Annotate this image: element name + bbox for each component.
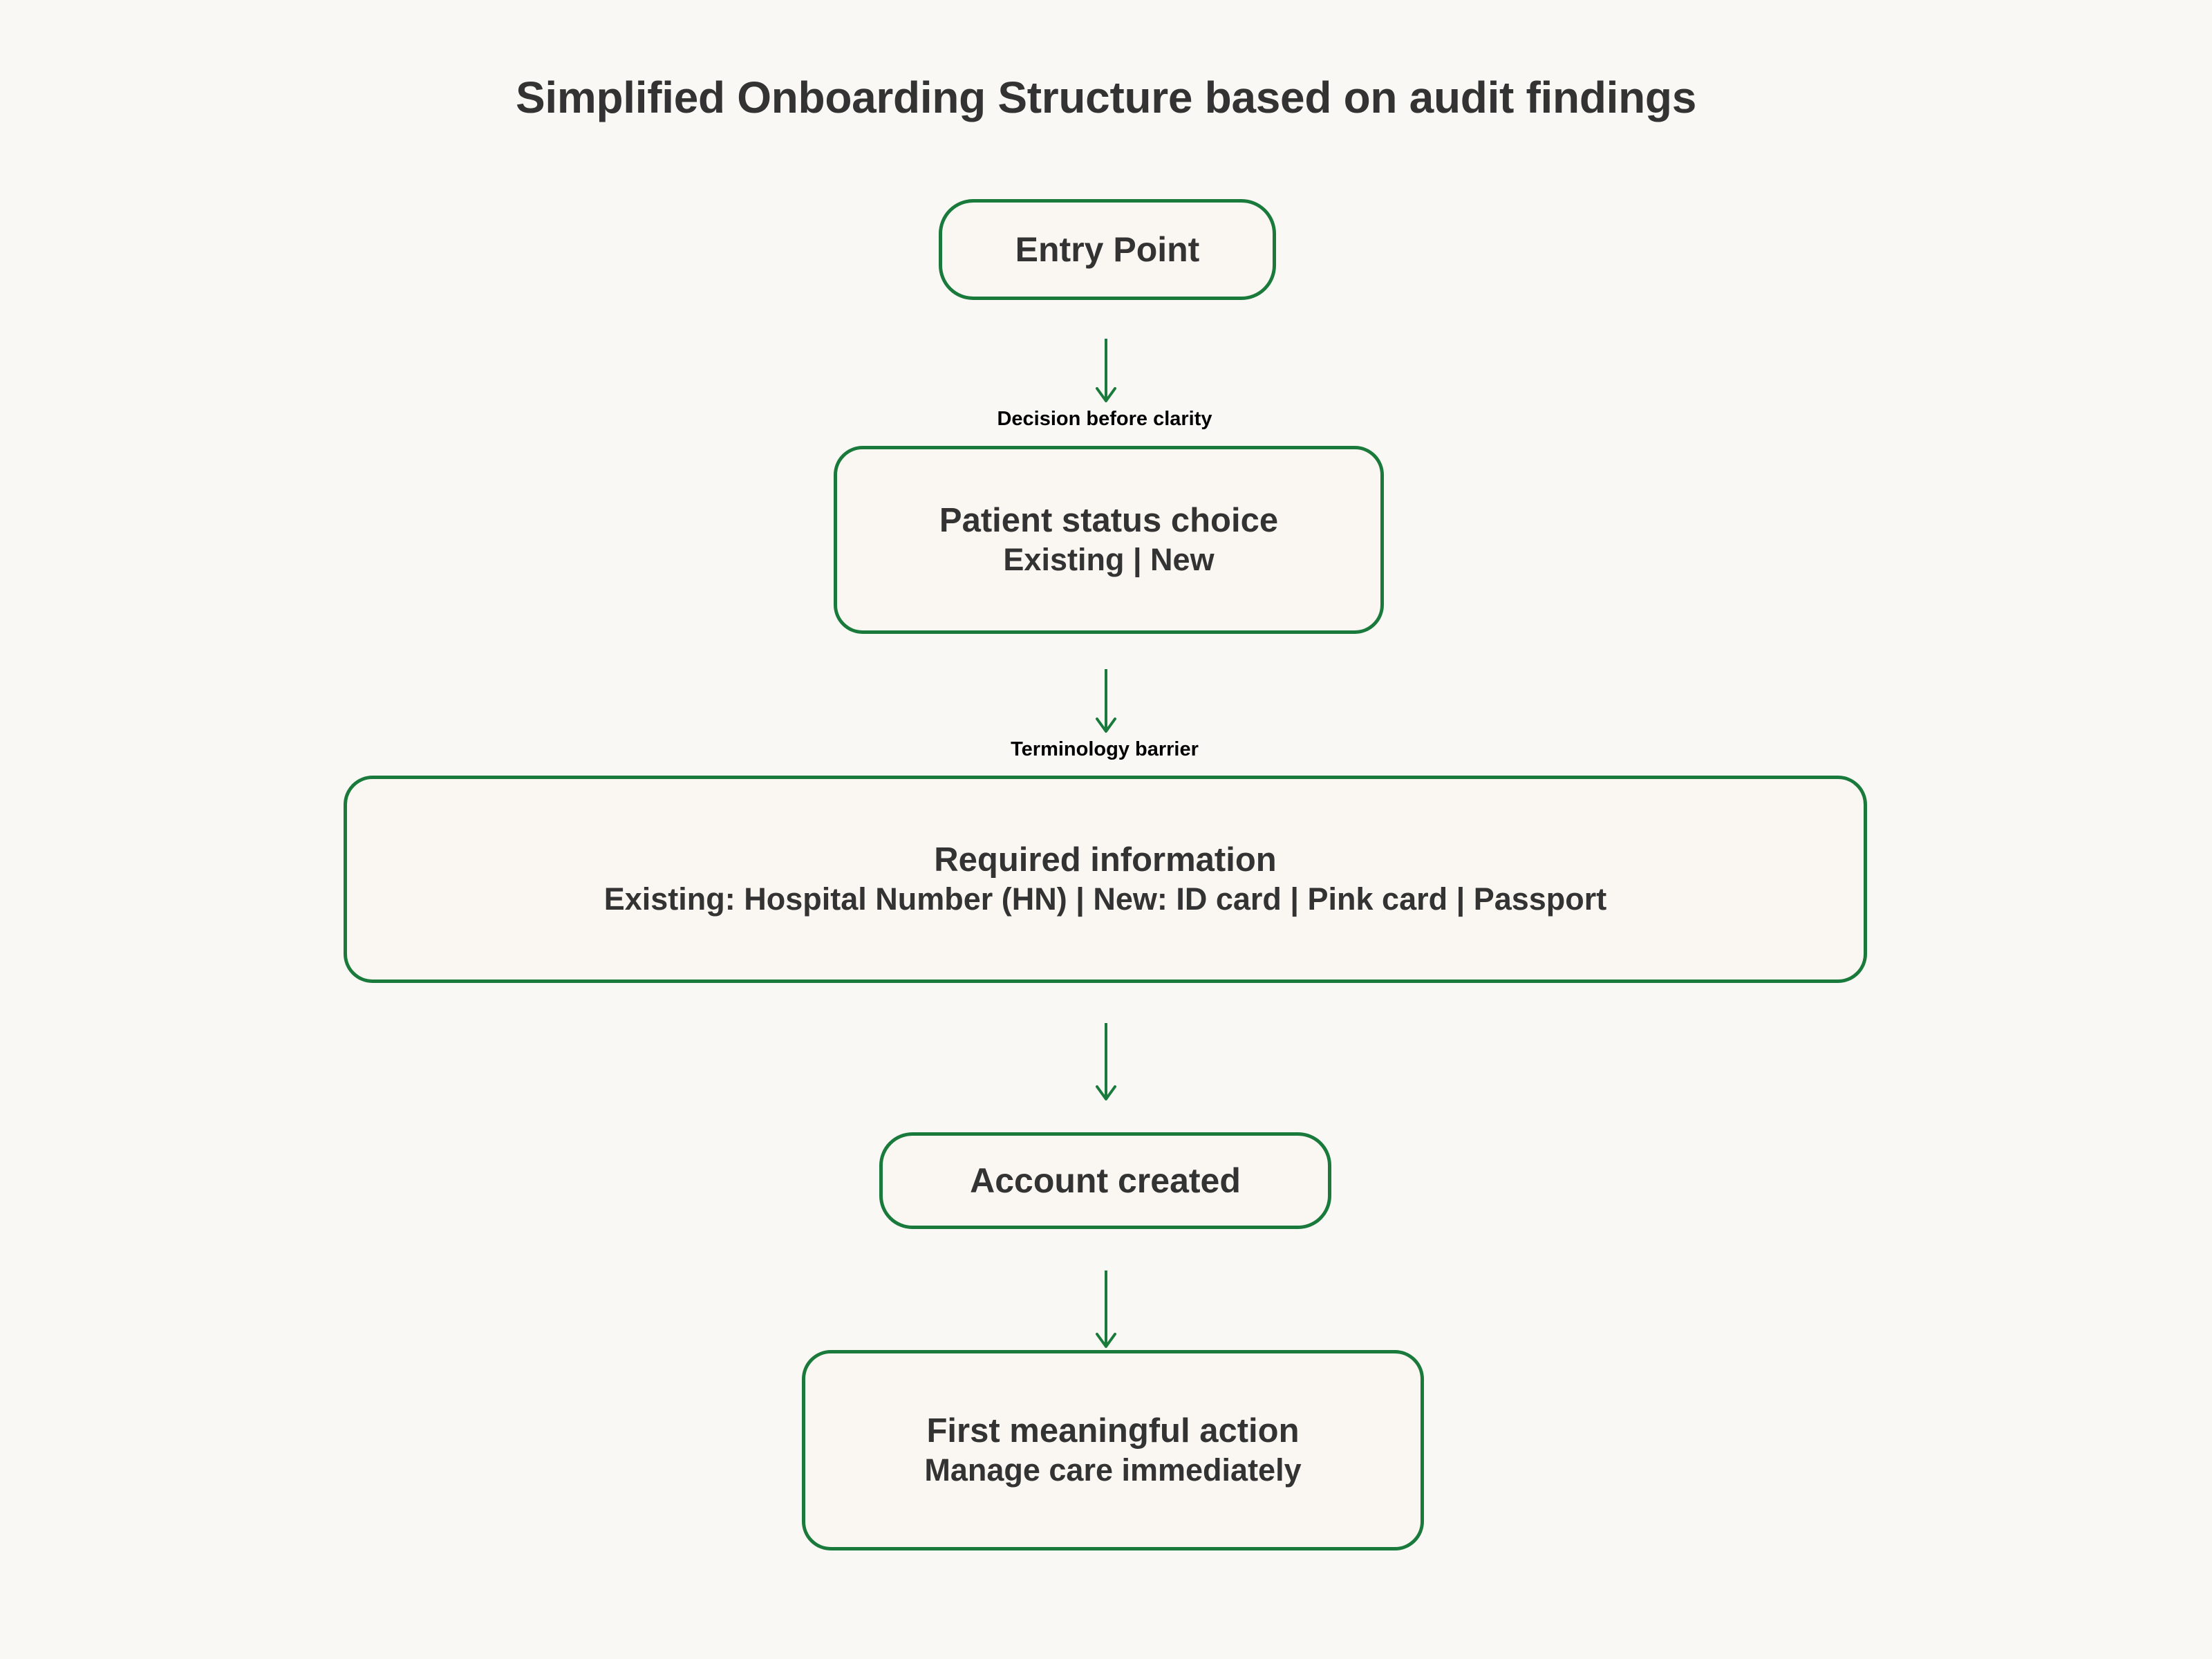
edge-label-decision-before-clarity: Decision before clarity [997,408,1212,430]
flow-node-account-created[interactable]: Account created [879,1132,1331,1229]
flow-node-first-meaningful-action-title: First meaningful action [926,1412,1300,1450]
edge-label-terminology-barrier: Terminology barrier [1011,738,1199,760]
flow-node-required-information[interactable]: Required information Existing: Hospital … [344,776,1867,983]
flow-node-first-meaningful-action[interactable]: First meaningful action Manage care imme… [802,1350,1424,1550]
page-title: Simplified Onboarding Structure based on… [515,73,1696,122]
connector-arrow-status-to-required [1096,669,1116,733]
flow-node-entry-point[interactable]: Entry Point [939,199,1276,300]
flow-node-required-information-subtitle: Existing: Hospital Number (HN) | New: ID… [603,881,1607,917]
flow-node-patient-status-choice-title: Patient status choice [939,501,1279,539]
flow-node-first-meaningful-action-subtitle: Manage care immediately [924,1452,1302,1488]
flow-node-account-created-title: Account created [970,1161,1241,1200]
flow-node-patient-status-choice-subtitle: Existing | New [1003,542,1215,578]
flow-node-entry-point-title: Entry Point [1015,229,1200,269]
flow-node-required-information-title: Required information [934,841,1277,879]
connector-arrow-entry-to-status [1096,339,1116,402]
flow-node-patient-status-choice[interactable]: Patient status choice Existing | New [834,446,1384,634]
connector-arrow-required-to-account [1096,1023,1116,1100]
connector-arrow-account-to-action [1096,1271,1116,1348]
